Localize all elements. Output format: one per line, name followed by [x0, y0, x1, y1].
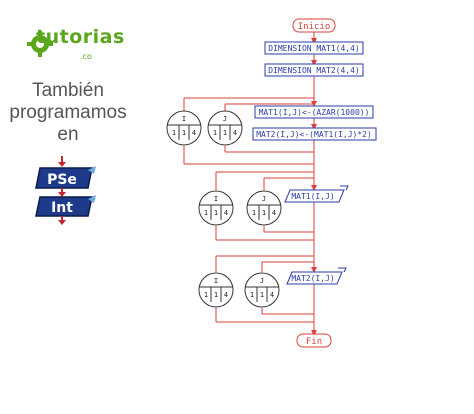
pseint-mid-arrow-icon — [58, 188, 66, 197]
assign-mat2-box: MAT2(I,J)<-(MAT1(I,J)*2) — [252, 127, 377, 141]
dimension-mat1-label: DIMENSION MAT1(4,4) — [268, 44, 360, 53]
loop-start-label: 1 — [204, 291, 208, 299]
pseint-bottom-arrow-icon — [58, 216, 66, 225]
assign-mat1-box: MAT1(I,J)<-(AZAR(1000)) — [254, 105, 374, 119]
output-arrow-icon — [338, 267, 347, 273]
loop-step-label: 1 — [182, 129, 186, 137]
loop-circle — [246, 190, 282, 226]
loop-end-label: 4 — [270, 291, 274, 299]
loop-end-label: 4 — [192, 129, 196, 137]
loop-circle — [166, 110, 202, 146]
loop-step-label: 1 — [214, 291, 218, 299]
int-badge-label: Int — [51, 200, 73, 216]
start-label: Inicio — [298, 22, 331, 32]
end-label: Fin — [306, 337, 322, 347]
dimension-mat2-label: DIMENSION MAT2(4,4) — [268, 66, 360, 75]
gear-logo-icon — [27, 31, 53, 57]
promo-text: También programamos en — [6, 80, 130, 146]
int-badge: Int — [35, 195, 96, 217]
loop-var-label: I — [214, 195, 218, 203]
assign-mat1-label: MAT1(I,J)<-(AZAR(1000)) — [259, 108, 370, 117]
blue-arrow-icon — [88, 195, 96, 203]
loop-var-label: J — [223, 115, 227, 123]
loop-circle — [207, 110, 243, 146]
promo-line-2: programamos — [9, 102, 127, 123]
loop-step-label: 1 — [223, 129, 227, 137]
assign-mat2-label: MAT2(I,J)<-(MAT1(I,J)*2) — [256, 130, 372, 139]
tutorias-logo — [27, 31, 53, 57]
loop-step-label: 1 — [214, 209, 218, 217]
loop-circle — [198, 272, 234, 308]
promo-line-1: También — [32, 80, 104, 101]
loop-var-label: I — [214, 277, 218, 285]
pse-badge-label: PSe — [47, 172, 77, 188]
loop-end-label: 4 — [224, 209, 228, 217]
loop-start-label: 1 — [204, 209, 208, 217]
write-mat1-box: MAT1(I,J) — [284, 185, 349, 203]
loop-var-label: I — [182, 115, 186, 123]
write-mat2-box: MAT2(I,J) — [286, 267, 347, 285]
write-mat2-label: MAT2(I,J) — [291, 274, 334, 283]
dimension-mat1-box: DIMENSION MAT1(4,4) — [264, 41, 364, 55]
pseint-badge: PSe Int — [35, 156, 96, 225]
loop-end-label: 4 — [224, 291, 228, 299]
loop-end-label: 4 — [233, 129, 237, 137]
brand-domain: .co — [80, 52, 92, 61]
dimension-mat2-box: DIMENSION MAT2(4,4) — [264, 63, 364, 77]
loop-start-label: 1 — [250, 291, 254, 299]
write-mat1-label: MAT1(I,J) — [291, 192, 334, 201]
loop-circle — [244, 272, 280, 308]
brand-name: tutorias — [36, 26, 125, 48]
pseint-top-arrow-icon — [58, 156, 66, 167]
blue-arrow-icon — [88, 166, 96, 174]
end-terminal: Fin — [296, 333, 332, 348]
loop-start-label: 1 — [213, 129, 217, 137]
start-terminal: Inicio — [292, 18, 336, 33]
pse-badge: PSe — [35, 166, 96, 189]
loop-var-label: J — [260, 277, 264, 285]
loop-var-label: J — [262, 195, 266, 203]
promo-line-3: en — [57, 124, 79, 145]
output-arrow-icon — [340, 185, 349, 191]
loop-start-label: 1 — [172, 129, 176, 137]
loop-step-label: 1 — [260, 291, 264, 299]
loop-circle — [198, 190, 234, 226]
loop-end-label: 4 — [272, 209, 276, 217]
loop-step-label: 1 — [262, 209, 266, 217]
loop-start-label: 1 — [252, 209, 256, 217]
